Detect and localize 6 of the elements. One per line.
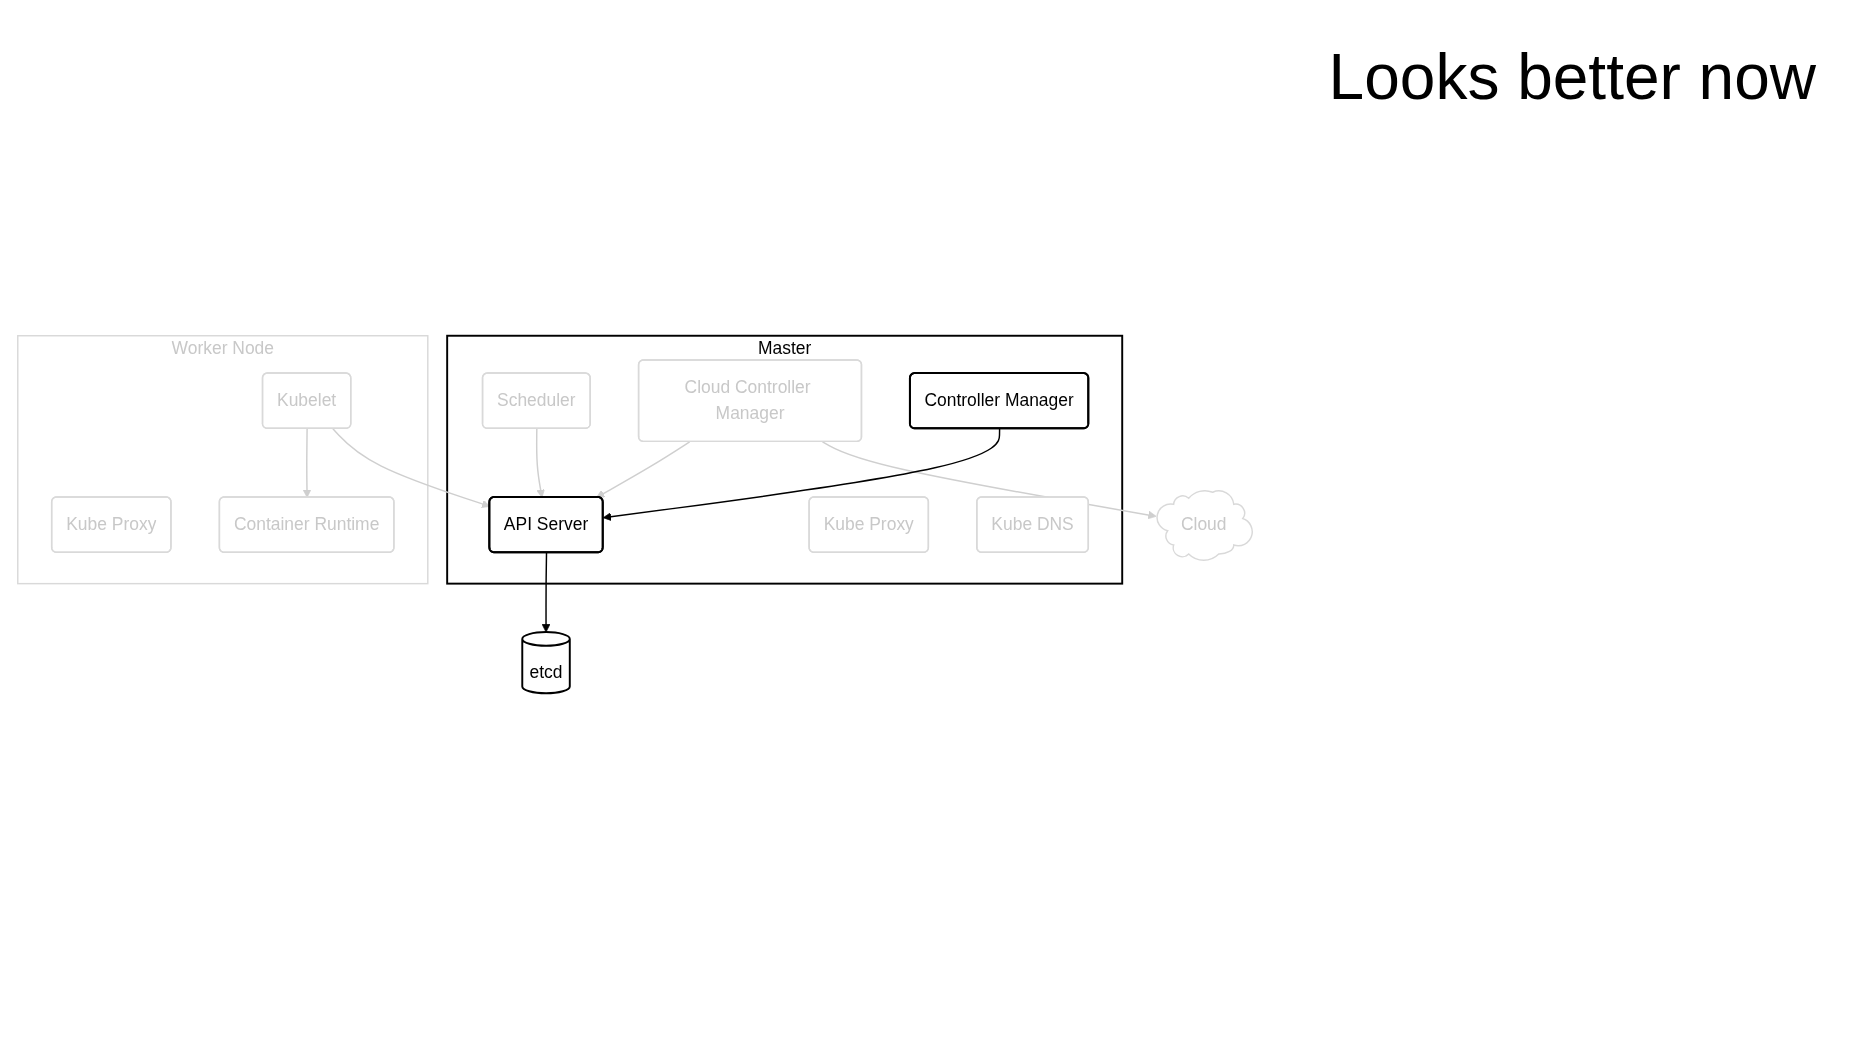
arrow [541, 552, 551, 633]
arrow [535, 428, 545, 499]
arrow [596, 441, 691, 499]
arrow [602, 428, 1001, 522]
title: Looks better now [1328, 40, 1816, 114]
arrow [302, 428, 312, 499]
